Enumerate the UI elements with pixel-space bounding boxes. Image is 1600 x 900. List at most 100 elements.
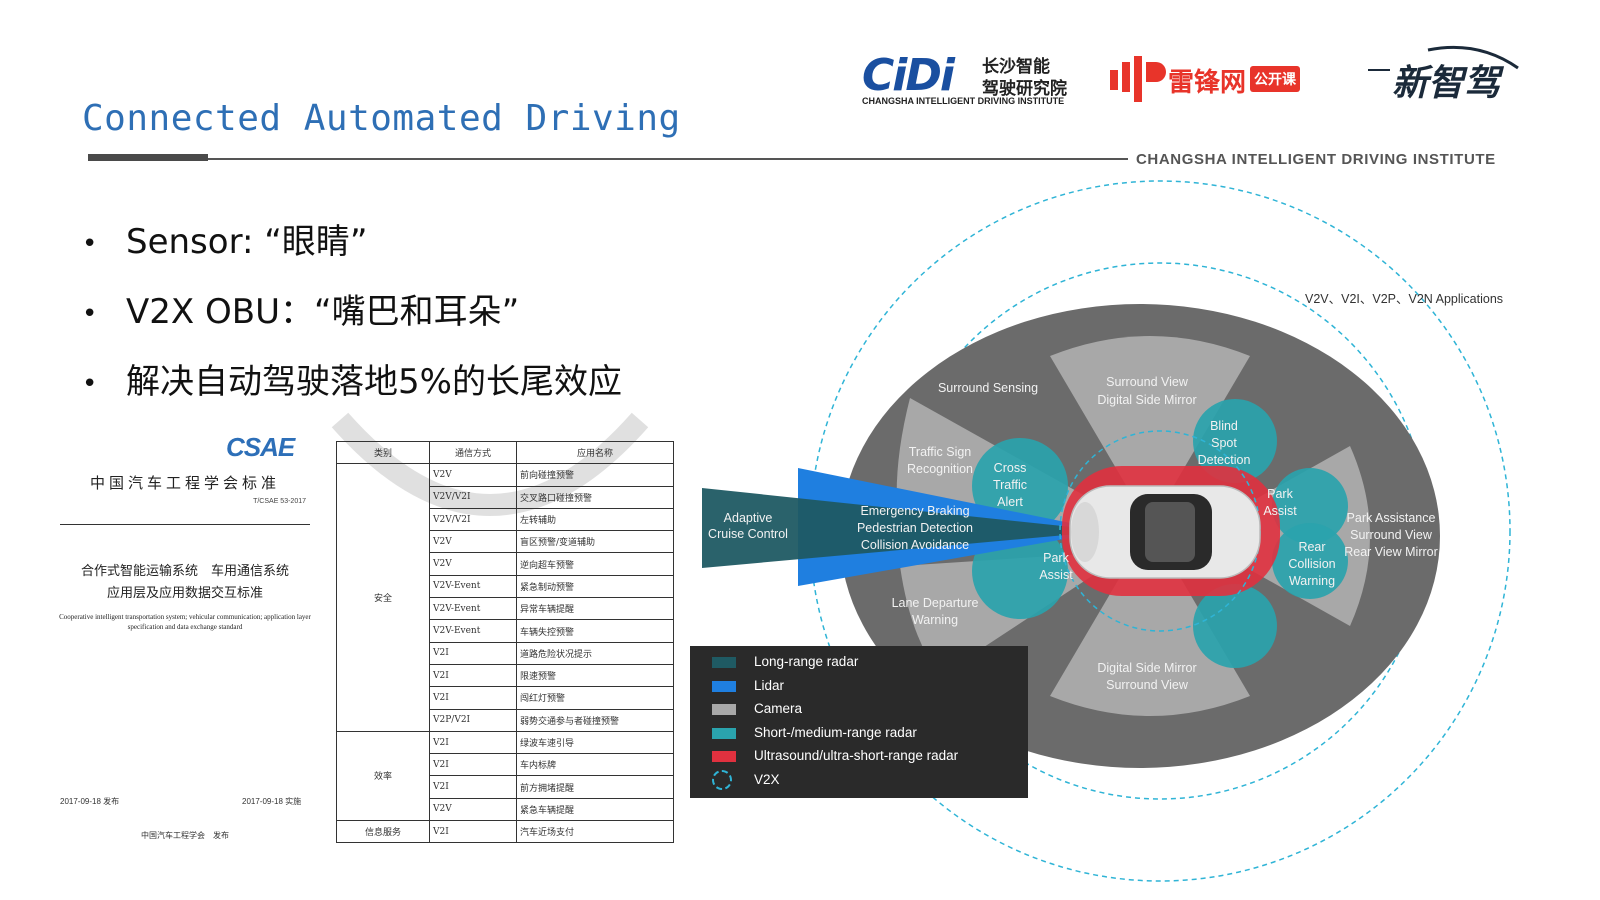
table-cell-app: 车辆失控预警 <box>516 619 674 643</box>
diagram-labels: Surround Sensing Surround View Digital S… <box>708 375 1438 692</box>
table-cell-app: 限速预警 <box>516 663 674 688</box>
table-cell-app: 前方拥堵提醒 <box>516 775 674 799</box>
table-cell-mode: V2V/V2I <box>429 485 517 509</box>
table-cell-mode: V2I <box>429 641 517 665</box>
table-cell-app: 异常车辆提醒 <box>516 597 674 621</box>
short-radar-lobe <box>1193 584 1277 668</box>
table-cell-app: 盲区预警/变道辅助 <box>516 530 674 554</box>
xinzhijia-logo-text: 新智驾 <box>1392 62 1501 103</box>
table-cell-app: 道路危险状况提示 <box>516 641 674 665</box>
table-header-row: 类别 通信方式 应用名称 <box>336 440 674 465</box>
label-surround-view-top: Surround View <box>1106 375 1189 389</box>
document-divider <box>60 524 310 525</box>
table-cell-mode: V2V <box>429 797 517 822</box>
label-park-assist-front: Assist <box>1263 504 1297 518</box>
label-cross-traffic: Traffic <box>993 478 1027 492</box>
label-acc: Adaptive <box>724 511 773 525</box>
label-emergency: Collision Avoidance <box>861 538 969 552</box>
page-title: Connected Automated Driving <box>82 98 681 139</box>
v2x-applications-label: V2V、V2I、V2P、V2N Applications <box>1305 292 1503 306</box>
label-park-assistance: Rear View Mirror <box>1344 545 1438 559</box>
long-range-radar-beam <box>702 488 1110 568</box>
bullet-dot-icon: • <box>82 298 98 329</box>
document-org: 中国汽车工程学会标准 <box>89 474 280 492</box>
table-cell-app: 紧急车辆提醒 <box>516 797 674 822</box>
label-emergency: Emergency Braking <box>860 504 969 518</box>
xinzhijia-logo: 新智驾 <box>1368 40 1538 110</box>
table-cell-mode: V2I <box>429 730 517 755</box>
bullet-text: 解决自动驾驶落地5%的长尾效应 <box>126 362 622 402</box>
document-publisher: 中国汽车工程学会 发布 <box>141 831 229 840</box>
table-cell-mode: V2V/V2I <box>429 507 517 532</box>
csae-logo: CSAE <box>226 432 295 462</box>
legend-label: Long-range radar <box>754 654 859 669</box>
label-lane-departure: Lane Departure <box>892 596 979 610</box>
label-surround-view-bottom: Surround View <box>1106 678 1189 692</box>
legend-swatch <box>712 751 736 762</box>
cidi-logo-cn-line2: 驾驶研究院 <box>982 79 1067 98</box>
table-cell-app: 前向碰撞预警 <box>516 463 674 487</box>
label-park-assistance: Surround View <box>1350 528 1433 542</box>
table-cell-category: 信息服务 <box>336 820 430 844</box>
table-cell-mode: V2V-Event <box>429 597 517 621</box>
cidi-logo-letters: CiDi <box>862 50 955 101</box>
document-title-line2: 应用层及应用数据交互标准 <box>106 585 263 600</box>
label-emergency: Pedestrian Detection <box>857 521 973 535</box>
label-traffic-sign: Recognition <box>907 462 973 476</box>
table-cell-app: 闯红灯预警 <box>516 686 674 710</box>
leifeng-logo-tag: 公开课 <box>1250 66 1300 92</box>
document-code: T/CSAE 53-2017 <box>253 498 306 505</box>
table-header-mode: 通信方式 <box>429 440 517 465</box>
legend-label: V2X <box>754 771 780 787</box>
table-cell-category: 效率 <box>336 730 430 822</box>
table-cell-app: 车内标牌 <box>516 753 674 777</box>
table-header-app: 应用名称 <box>516 440 674 465</box>
leifeng-logo: 雷锋网 公开课 <box>1108 54 1338 104</box>
table-cell-app: 紧急制动预警 <box>516 574 674 599</box>
leifeng-mark-icon <box>1110 56 1166 102</box>
short-radar-lobe <box>1193 399 1277 483</box>
table-cell-app: 弱势交通参与者碰撞预警 <box>516 708 674 732</box>
title-divider <box>88 158 1128 160</box>
title-divider-accent <box>88 154 208 161</box>
label-park-assist-front: Park <box>1267 487 1293 501</box>
sensor-coverage-diagram: Surround Sensing Surround View Digital S… <box>690 180 1511 882</box>
label-acc: Cruise Control <box>708 527 788 541</box>
table-cell-mode: V2I <box>429 663 517 688</box>
legend-swatch <box>712 680 736 692</box>
table-cell-app: 左转辅助 <box>516 507 674 532</box>
document-title-line1: 合作式智能运输系统 车用通信系统 <box>80 563 289 578</box>
document-effective-date: 2017-09-18 实施 <box>242 797 302 806</box>
table-cell-mode: V2V <box>429 530 517 554</box>
v2x-ring-swatch-icon <box>712 769 732 790</box>
bullet-text: Sensor: “眼睛” <box>126 222 368 262</box>
label-surround-view-bottom: Digital Side Mirror <box>1097 661 1196 675</box>
label-surround-sensing: Surround Sensing <box>938 381 1038 395</box>
label-cross-traffic: Cross <box>994 461 1027 475</box>
label-park-assist-rear: Park <box>1043 551 1069 565</box>
bullet-item: •V2X OBU：“嘴巴和耳朵” <box>82 284 519 333</box>
bullet-item: •解决自动驾驶落地5%的长尾效应 <box>82 354 622 403</box>
legend-label: Lidar <box>754 677 785 693</box>
cidi-logo-cn-line1: 长沙智能 <box>982 57 1050 76</box>
table-cell-mode: V2V <box>429 552 517 576</box>
label-rear-collision: Warning <box>1289 574 1335 588</box>
label-rear-collision: Rear <box>1298 540 1325 554</box>
short-radar-lobe <box>1272 468 1348 544</box>
label-surround-view-top: Digital Side Mirror <box>1097 393 1196 407</box>
legend-label: Ultrasound/ultra-short-range radar <box>754 748 959 763</box>
label-rear-collision: Collision <box>1288 557 1335 571</box>
institute-caption: CHANGSHA INTELLIGENT DRIVING INSTITUTE <box>1136 151 1496 168</box>
legend-box <box>690 646 1028 798</box>
car-icon <box>1069 485 1261 579</box>
